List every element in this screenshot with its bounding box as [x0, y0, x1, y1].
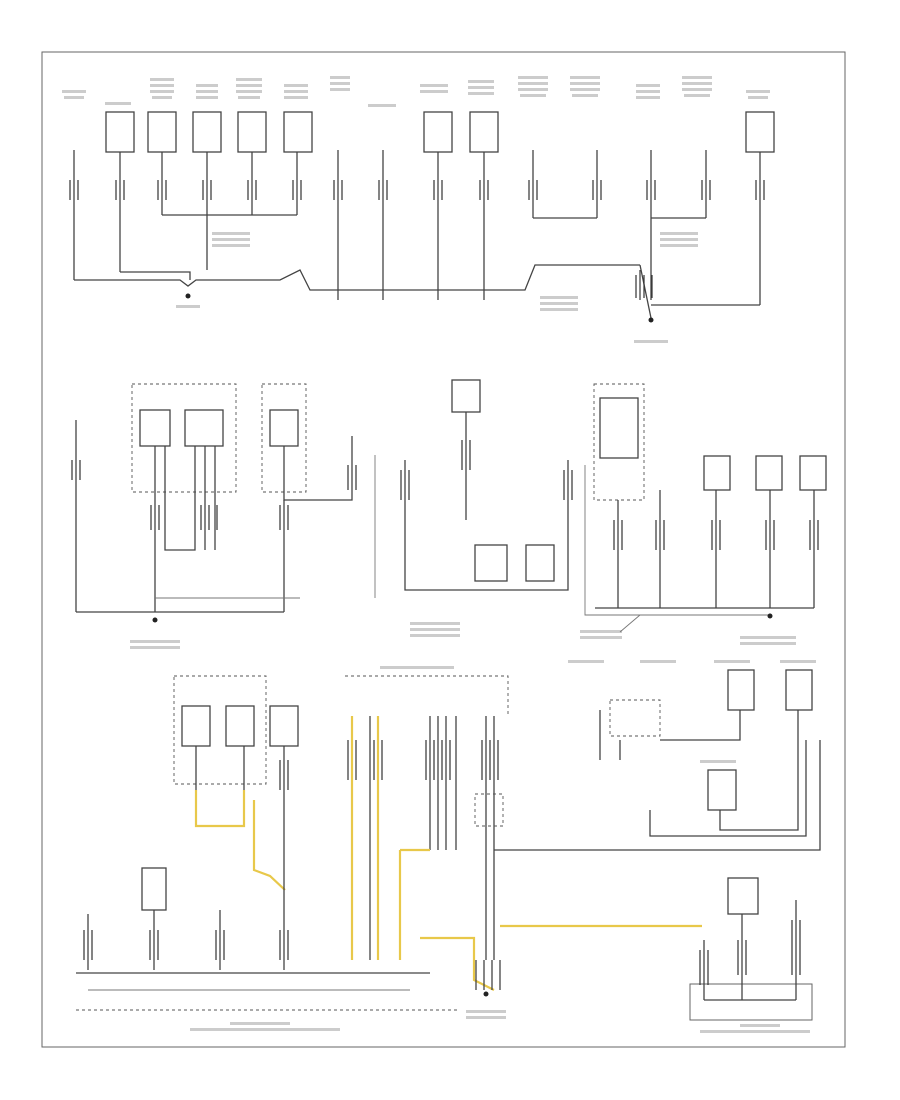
relay-box — [599, 397, 639, 459]
ground-g1 — [176, 293, 200, 308]
component-box — [237, 111, 267, 153]
component-box — [283, 111, 313, 153]
junction-block-outline — [131, 383, 237, 493]
component-box — [745, 111, 775, 153]
yellow-ground-wire — [194, 790, 246, 828]
ground-bus-outline — [689, 983, 813, 1021]
component-box — [755, 455, 783, 491]
ground-g4 — [767, 613, 773, 619]
top-components — [105, 111, 775, 153]
ground-g2 — [634, 317, 668, 343]
component-box — [707, 769, 737, 811]
relay-box — [181, 705, 211, 747]
ground-g5 — [483, 991, 489, 997]
component-box — [727, 877, 759, 915]
relay-box — [139, 409, 171, 447]
component-box — [474, 544, 508, 582]
top-section — [62, 76, 775, 343]
component-box — [451, 379, 481, 413]
relay-box — [184, 409, 224, 447]
bottom-section — [76, 660, 821, 1033]
component-box — [269, 705, 299, 747]
ground-g3 — [152, 617, 158, 623]
component-box — [727, 669, 755, 711]
middle-section — [71, 379, 827, 649]
component-box — [147, 111, 177, 153]
relay-box — [225, 705, 255, 747]
component-box — [423, 111, 453, 153]
component-box — [799, 455, 827, 491]
relay-box — [269, 409, 299, 447]
top-component-labels — [62, 76, 770, 107]
component-box — [703, 455, 731, 491]
diagram-frame — [41, 51, 846, 1048]
component-box — [141, 867, 167, 911]
top-wires — [73, 150, 761, 319]
junction-block-outline — [593, 383, 645, 501]
component-box — [469, 111, 499, 153]
junction-block-outline — [173, 675, 267, 785]
component-box — [525, 544, 555, 582]
component-box — [192, 111, 222, 153]
component-box — [105, 111, 135, 153]
top-connectors — [69, 180, 765, 298]
component-box — [785, 669, 813, 711]
